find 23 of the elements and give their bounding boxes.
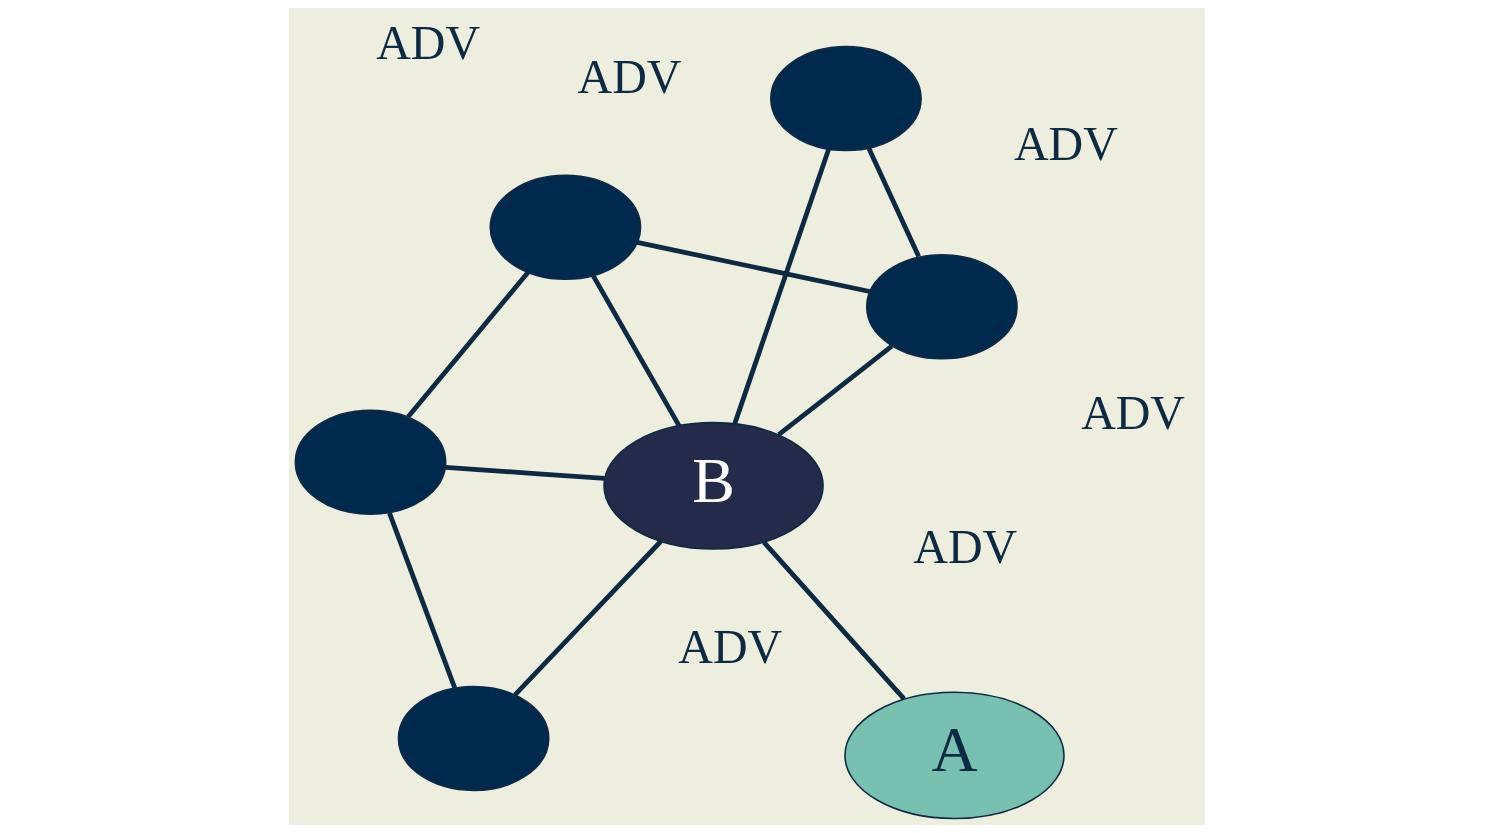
connector [636,240,871,294]
connector [777,344,894,437]
label: ADV [913,519,1018,573]
connector [732,148,831,425]
node-circle [489,174,642,281]
connector [387,512,458,689]
connector [591,274,682,428]
connector [406,271,530,419]
label: ADV [1081,385,1185,439]
node-circle [397,685,550,792]
node-ellipse: A [844,691,1065,820]
label: ADV [1013,116,1118,170]
connector [513,539,663,697]
label: ADV [376,16,481,70]
node-circle [770,45,922,152]
node-ellipse: B [603,421,824,550]
node-circle [865,254,1018,360]
connector [445,465,605,481]
node-circle [294,409,447,515]
label: ADV [678,620,783,674]
connector [762,540,906,701]
connector [866,147,921,258]
label: ADV [577,49,682,103]
